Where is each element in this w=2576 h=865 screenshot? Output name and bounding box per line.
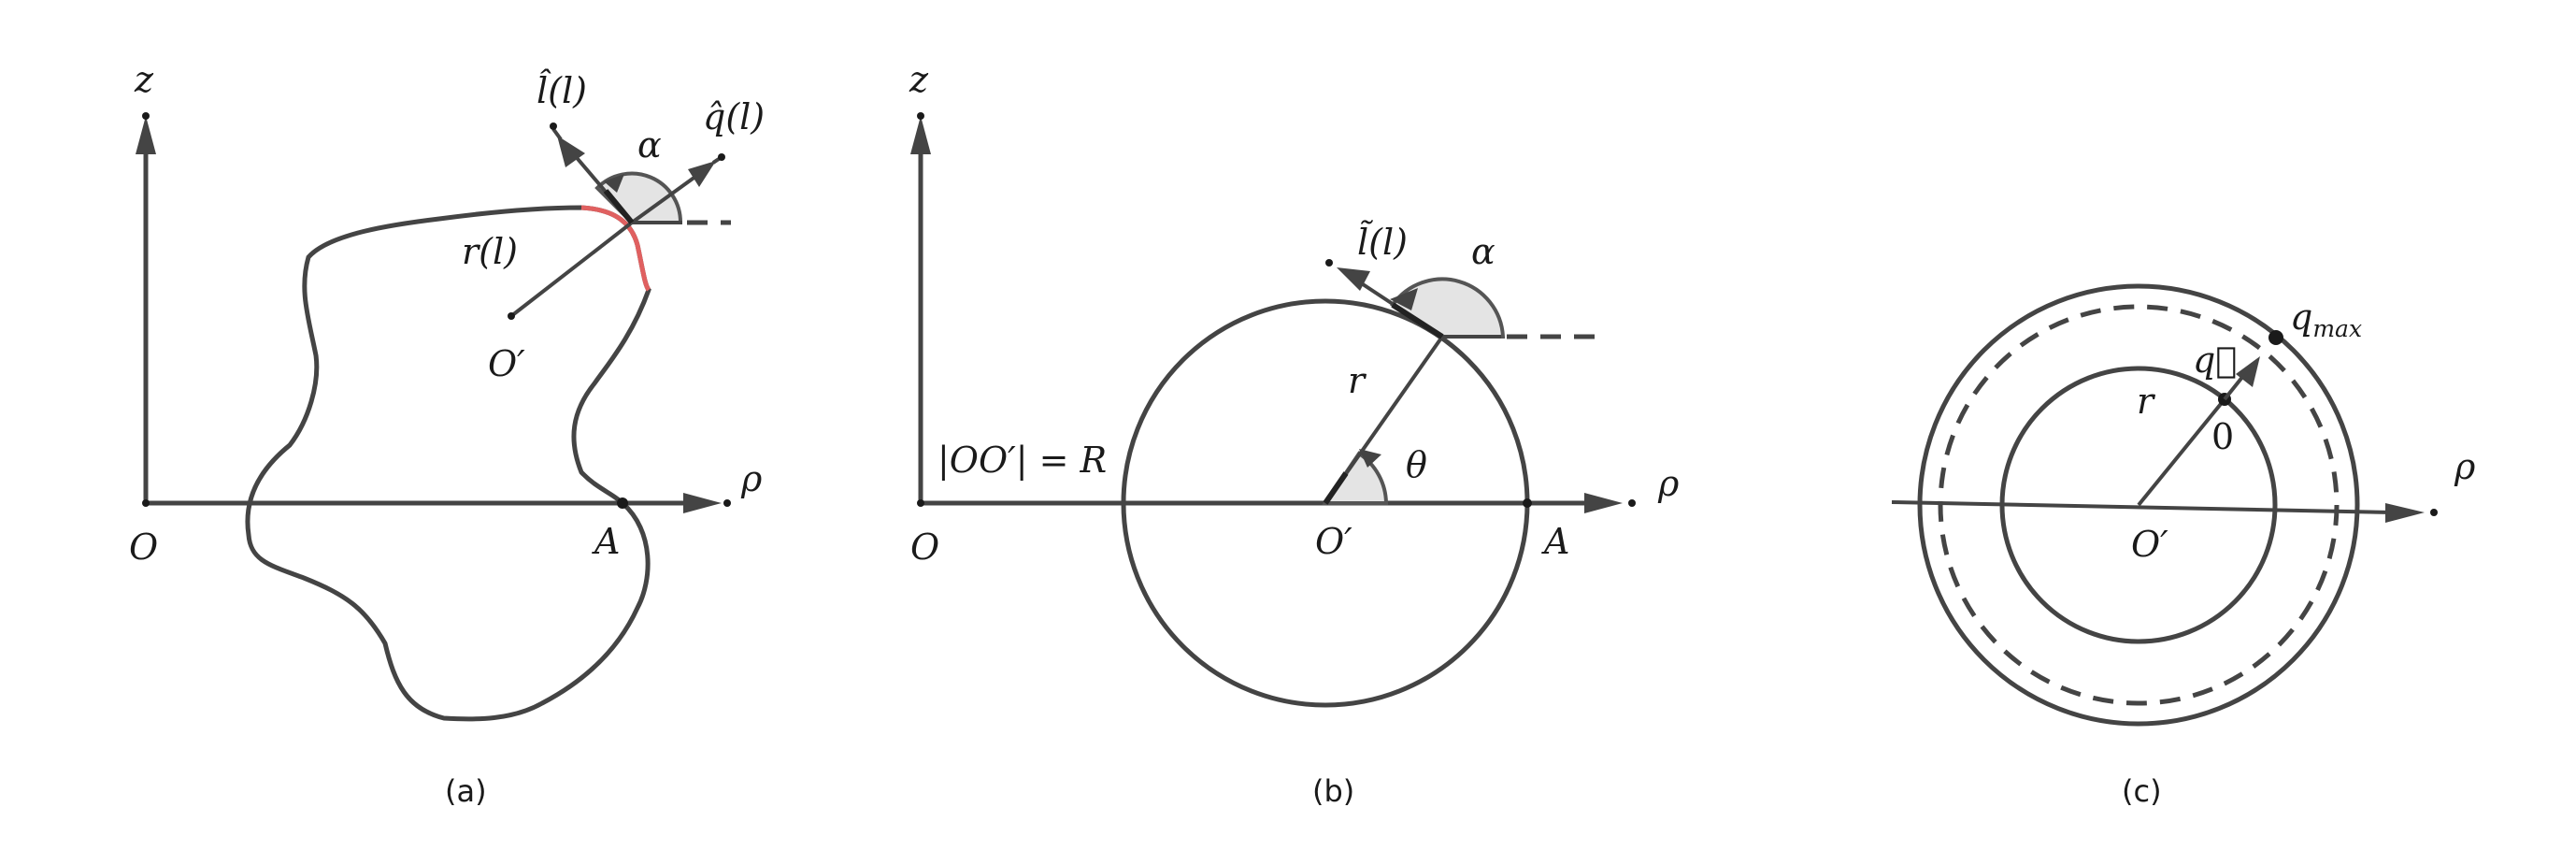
zero-label: 0 (2211, 416, 2234, 457)
rho-axis-arrowhead (1584, 493, 1623, 513)
q-hat-vector (630, 172, 701, 224)
rho-axis-endpoint (2430, 509, 2438, 516)
center-point (508, 312, 515, 320)
rho-axis-arrowhead (2385, 503, 2425, 523)
z-axis-endpoint (142, 112, 150, 120)
q-vector (2223, 374, 2245, 401)
alpha-label: α (1471, 231, 1496, 272)
l-hat-label: l̂(l) (537, 69, 587, 111)
l-tilde-label: l̃(l) (1357, 221, 1408, 263)
l-hat-arrowhead (557, 136, 585, 167)
q-hat-endpoint (718, 153, 725, 161)
panel-c: ρ O′ r q⃗ 0 qmax (c) (1891, 283, 2476, 809)
radius-base-thick (1323, 471, 1349, 505)
z-axis-label: z (134, 59, 154, 100)
point-a-label: A (1541, 521, 1569, 562)
rho-axis-label: ρ (740, 458, 763, 499)
rho-axis-label: ρ (1657, 463, 1680, 504)
panel-b: z ρ O |OO′| = R A O′ θ r α (909, 59, 1680, 809)
l-hat-endpoint (550, 123, 557, 130)
z-axis-label: z (909, 59, 929, 100)
alpha-label: α (637, 124, 662, 166)
caption-b: (b) (1312, 773, 1354, 809)
center-label: O′ (488, 343, 525, 384)
l-tilde-arrowhead (1337, 267, 1370, 291)
q-max-label-sub: max (2312, 315, 2362, 342)
q-hat-label: q̂(l) (703, 96, 765, 137)
radius-label: r (2137, 381, 2156, 422)
theta-angle-arrowhead (1359, 449, 1381, 468)
alpha-angle-arrowhead (604, 174, 624, 193)
panel-a: z ρ O A O′ r(l) α l̂(l) (129, 59, 765, 809)
q-vector-label: q⃗ (2193, 339, 2237, 381)
origin-point (142, 499, 150, 507)
origin-label: O (910, 526, 939, 568)
origin-label: O (129, 526, 158, 568)
radius-label: r (1348, 360, 1367, 401)
point-a (617, 497, 628, 509)
outer-circle (1917, 283, 2360, 727)
distance-label: |OO′| = R (937, 440, 1107, 481)
point-a-label: A (592, 521, 620, 562)
theta-label: θ (1406, 444, 1427, 485)
caption-c: (c) (2122, 773, 2162, 809)
rho-axis-arrowhead (683, 493, 722, 513)
tangent-marker (603, 189, 635, 224)
radius-line (2137, 397, 2226, 507)
z-axis-endpoint (917, 112, 924, 120)
origin-point (917, 499, 924, 507)
center-label: O′ (2131, 524, 2168, 565)
q-max-label-main: q (2290, 296, 2312, 338)
center-label: O′ (1315, 521, 1352, 562)
closed-curve (245, 205, 651, 722)
z-axis-arrowhead (910, 116, 931, 154)
highlighted-arc-segment (580, 205, 651, 292)
q-hat-arrowhead (688, 161, 716, 187)
q-vector-arrowhead (2236, 356, 2260, 387)
point-a (1523, 498, 1532, 508)
rho-axis-label: ρ (2454, 446, 2476, 487)
q-max-point (2268, 330, 2283, 345)
rho-axis (1891, 500, 2394, 514)
l-tilde-base-thick (1391, 302, 1444, 339)
q-max-label: qmax (2290, 296, 2362, 342)
l-hat-vector-tail (551, 127, 563, 141)
radius-line (509, 221, 634, 318)
radius-label: r(l) (462, 231, 518, 272)
z-axis-arrowhead (136, 116, 156, 154)
rho-axis-endpoint (723, 499, 731, 507)
alpha-angle-arrowhead (1390, 288, 1418, 310)
rho-axis-endpoint (1628, 499, 1636, 507)
caption-a: (a) (445, 773, 487, 809)
l-tilde-endpoint (1325, 259, 1333, 267)
